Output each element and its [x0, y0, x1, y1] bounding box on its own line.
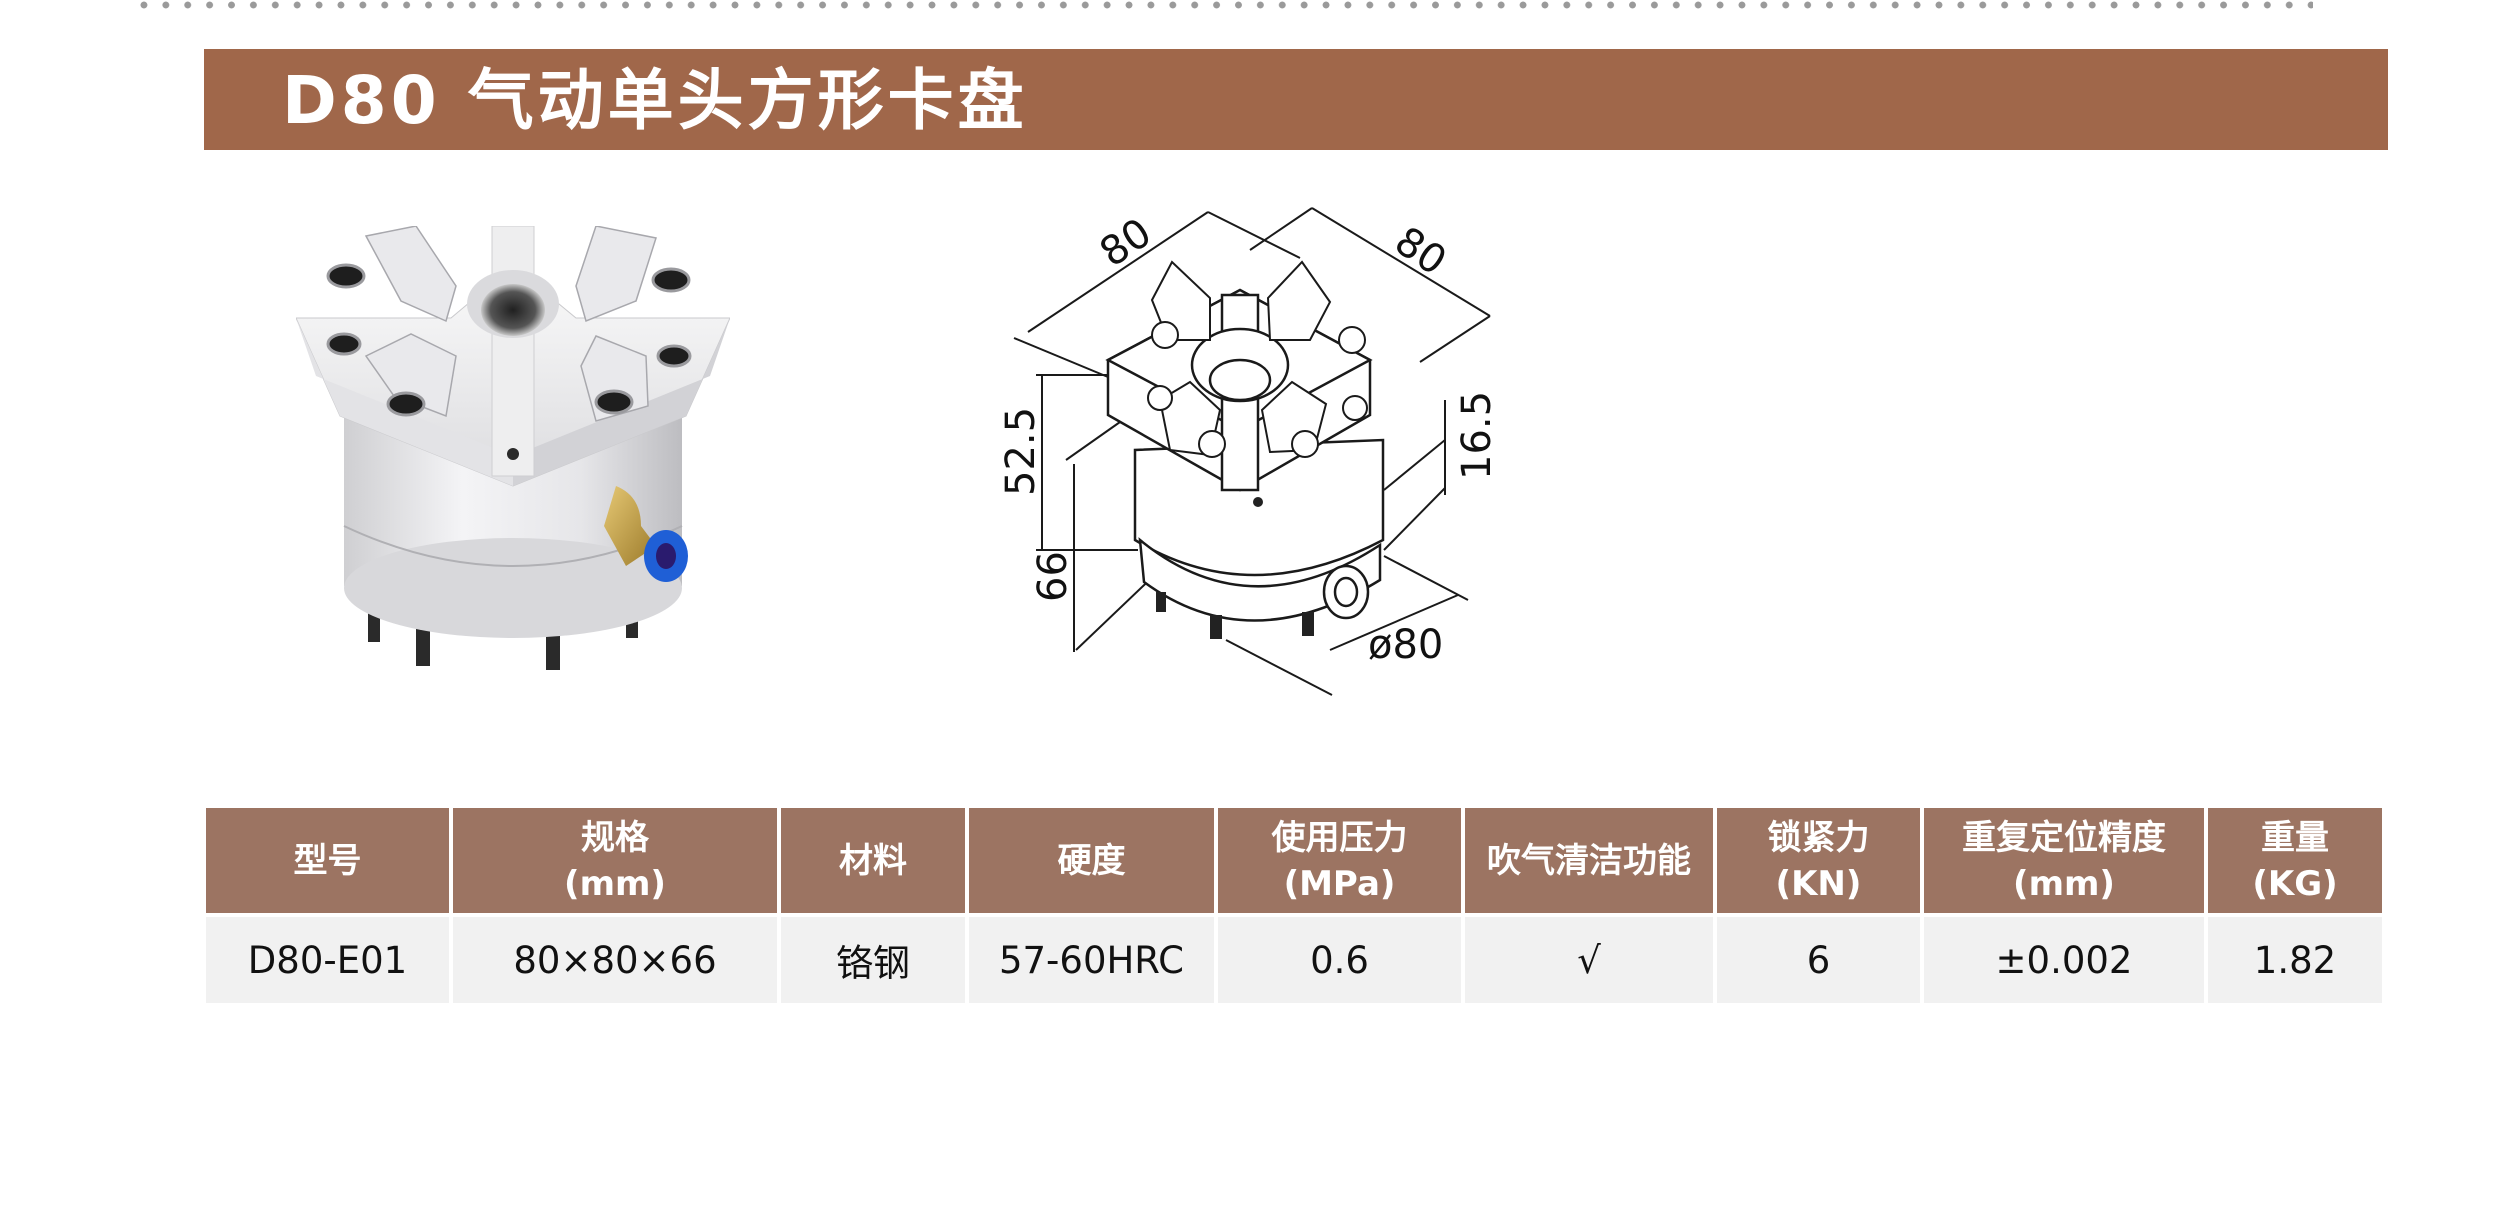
- cell-repeatability: ±0.002: [1920, 915, 2206, 1003]
- col-header-clamp-force: 锁紧力 (KN): [1713, 808, 1922, 917]
- col-header-weight: 重量 (KG): [2204, 808, 2382, 917]
- dim-height-body: 66: [1030, 551, 1076, 602]
- cell-air-clean: √: [1461, 915, 1715, 1003]
- table-row: D80-E01 80×80×66 铬钢 57-60HRC 0.6 √ 6 ±0.…: [206, 915, 2382, 1003]
- page-title: D80 气动单头方形卡盘: [282, 62, 1028, 139]
- table-header-row: 型号 规格 (mm) 材料 硬度 使用压力 (MPa) 吹气清洁功能 锁紧力 (…: [206, 808, 2382, 917]
- cell-weight: 1.82: [2204, 915, 2382, 1003]
- spec-table: 型号 规格 (mm) 材料 硬度 使用压力 (MPa) 吹气清洁功能 锁紧力 (…: [206, 808, 2382, 1003]
- cell-spec: 80×80×66: [449, 915, 779, 1003]
- dim-height-total: 52.5: [1000, 407, 1044, 496]
- col-header-pressure: 使用压力 (MPa): [1214, 808, 1463, 917]
- dim-flange-height: 16.5: [1454, 391, 1500, 480]
- cell-material: 铬钢: [777, 915, 967, 1003]
- product-photo: [295, 225, 731, 696]
- col-header-air-clean: 吹气清洁功能: [1461, 808, 1715, 917]
- col-header-hardness: 硬度: [965, 808, 1216, 917]
- cell-model: D80-E01: [206, 915, 451, 1003]
- cell-clamp-force: 6: [1713, 915, 1922, 1003]
- col-header-spec: 规格 (mm): [449, 808, 779, 917]
- title-band: D80 气动单头方形卡盘: [204, 49, 2388, 150]
- dim-width-right: 80: [1386, 218, 1454, 285]
- col-header-model: 型号: [206, 808, 451, 917]
- dim-width-left: 80: [1092, 210, 1160, 277]
- cell-hardness: 57-60HRC: [965, 915, 1216, 1003]
- cell-pressure: 0.6: [1214, 915, 1463, 1003]
- dimension-drawing: 80 80 52.5 66 16.5 ø80: [998, 190, 1760, 770]
- dim-diameter: ø80: [1368, 622, 1443, 668]
- dotted-divider: [133, 0, 2313, 10]
- col-header-repeatability: 重复定位精度 (mm): [1920, 808, 2206, 917]
- col-header-material: 材料: [777, 808, 967, 917]
